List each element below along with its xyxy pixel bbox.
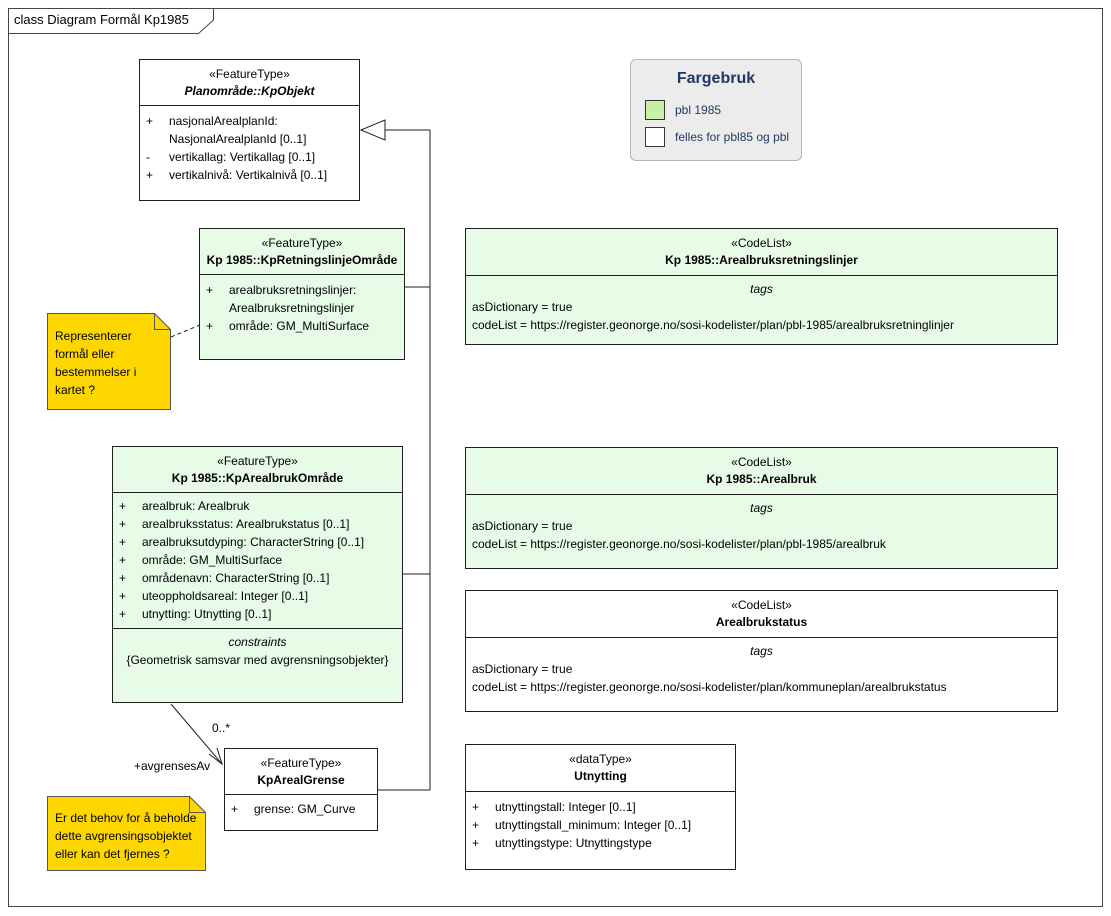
class-name: Kp 1985::Arealbruksretningslinjer	[665, 253, 858, 267]
legend-label: felles for pbl85 og pbl	[675, 130, 790, 144]
association-multiplicity: 0..*	[212, 721, 231, 735]
class-kpobjekt[interactable]: «FeatureType» Planområde::KpObjekt +nasj…	[139, 59, 360, 201]
stereotype: «FeatureType»	[261, 236, 343, 250]
note-line: kartet ?	[55, 383, 96, 397]
stereotype: «dataType»	[569, 752, 632, 766]
attribute-row: +arealbruksutdyping: CharacterString [0.…	[119, 535, 365, 549]
note-line: eller kan det fjernes ?	[55, 847, 170, 861]
attribute-row: +utnyttingstall_minimum: Integer [0..1]	[472, 818, 692, 832]
class-kparealgrense[interactable]: «FeatureType» KpArealGrense +grense: GM_…	[224, 748, 378, 831]
tag-row: codeList = https://register.geonorge.no/…	[472, 537, 886, 551]
legend-fargebruk: Fargebruk pbl 1985 felles for pbl85 og p…	[630, 59, 802, 161]
tags-label: tags	[750, 644, 773, 658]
attribute-row: +nasjonalArealplanId:NasjonalArealplanId…	[146, 114, 307, 146]
attribute-row: +vertikalnivå: Vertikalnivå [0..1]	[146, 168, 328, 182]
note-line: bestemmelser i	[55, 365, 137, 379]
codelist-arealbruk[interactable]: «CodeList» Kp 1985::Arealbruk tags asDic…	[465, 447, 1058, 569]
attribute-row: +grense: GM_Curve	[231, 802, 356, 816]
datatype-utnytting[interactable]: «dataType» Utnytting +utnyttingstall: In…	[465, 744, 736, 870]
note-line: formål eller	[55, 347, 115, 361]
attribute-row: +område: GM_MultiSurface	[206, 319, 370, 333]
generalization-arealgrense	[378, 574, 431, 791]
note-representerer[interactable]: Representerer formål eller bestemmelser …	[47, 313, 171, 410]
attribute-row: +uteoppholdsareal: Integer [0..1]	[119, 589, 309, 603]
class-name: Arealbrukstatus	[715, 615, 808, 629]
note-avgrensing[interactable]: Er det behov for å beholde dette avgrens…	[47, 796, 206, 871]
class-kparealbrukomrade[interactable]: «FeatureType» Kp 1985::KpArealbrukOmråde…	[112, 446, 403, 703]
codelist-arealbrukstatus[interactable]: «CodeList» Arealbrukstatus tags asDictio…	[465, 590, 1058, 712]
stereotype: «FeatureType»	[209, 67, 290, 81]
tag-row: codeList = https://register.geonorge.no/…	[472, 318, 954, 332]
tags-label: tags	[750, 501, 773, 515]
note1-anchor	[170, 324, 201, 338]
diagram-title: class Diagram Formål Kp1985	[14, 12, 189, 27]
association-role: +avgrensesAv	[134, 759, 211, 773]
attribute-row: +utnyttingstall: Integer [0..1]	[472, 800, 636, 814]
stereotype: «CodeList»	[731, 236, 792, 250]
attribute-row: +utnytting: Utnytting [0..1]	[119, 607, 272, 621]
tag-row: asDictionary = true	[472, 519, 573, 533]
legend-swatch-pbl1985	[645, 100, 665, 120]
attribute-row: +utnyttingstype: Utnyttingstype	[472, 836, 652, 850]
stereotype: «CodeList»	[731, 598, 792, 612]
constraint-text: {Geometrisk samsvar med avgrensningsobje…	[126, 653, 389, 667]
stereotype: «FeatureType»	[217, 454, 298, 468]
tag-row: asDictionary = true	[472, 662, 573, 676]
stereotype: «FeatureType»	[260, 756, 342, 770]
note-line: Representerer	[55, 329, 132, 343]
legend-label: pbl 1985	[675, 103, 722, 117]
legend-swatch-felles	[645, 127, 665, 147]
class-kpretningslinjeomrade[interactable]: «FeatureType» Kp 1985::KpRetningslinjeOm…	[199, 228, 405, 360]
tags-label: tags	[750, 282, 773, 296]
generalization-triangle	[359, 119, 386, 141]
tag-row: asDictionary = true	[472, 300, 573, 314]
attribute-row: -vertikallag: Vertikallag [0..1]	[146, 150, 316, 164]
association-arrowhead	[208, 747, 223, 766]
tag-row: codeList = https://register.geonorge.no/…	[472, 680, 947, 694]
class-name: Kp 1985::KpArealbrukOmråde	[171, 471, 344, 485]
class-name: Kp 1985::KpRetningslinjeOmråde	[206, 253, 398, 267]
attribute-row: +arealbruksstatus: Arealbrukstatus [0..1…	[119, 517, 350, 531]
codelist-arealbruksretningslinjer[interactable]: «CodeList» Kp 1985::Arealbruksretningsli…	[465, 228, 1058, 345]
note-line: Er det behov for å beholde	[55, 811, 197, 825]
class-name: Planområde::KpObjekt	[184, 84, 315, 98]
note-line: dette avgrensingsobjektet	[55, 829, 192, 843]
stereotype: «CodeList»	[731, 455, 792, 469]
legend-title: Fargebruk	[676, 70, 756, 87]
attribute-row: +arealbruk: Arealbruk	[119, 499, 250, 513]
class-name: Kp 1985::Arealbruk	[706, 472, 817, 486]
generalization-arealbruk	[403, 287, 431, 575]
class-name: KpArealGrense	[257, 773, 345, 787]
class-name: Utnytting	[574, 769, 627, 783]
association-line	[170, 703, 223, 765]
constraints-label: constraints	[228, 635, 287, 649]
diagram-frame	[8, 8, 1103, 907]
attribute-row: +område: GM_MultiSurface	[119, 553, 283, 567]
attribute-row: +arealbruksretningslinjer:Arealbruksretn…	[206, 283, 357, 315]
generalization-retningslinje	[385, 129, 431, 288]
attribute-row: +områdenavn: CharacterString [0..1]	[119, 571, 330, 585]
